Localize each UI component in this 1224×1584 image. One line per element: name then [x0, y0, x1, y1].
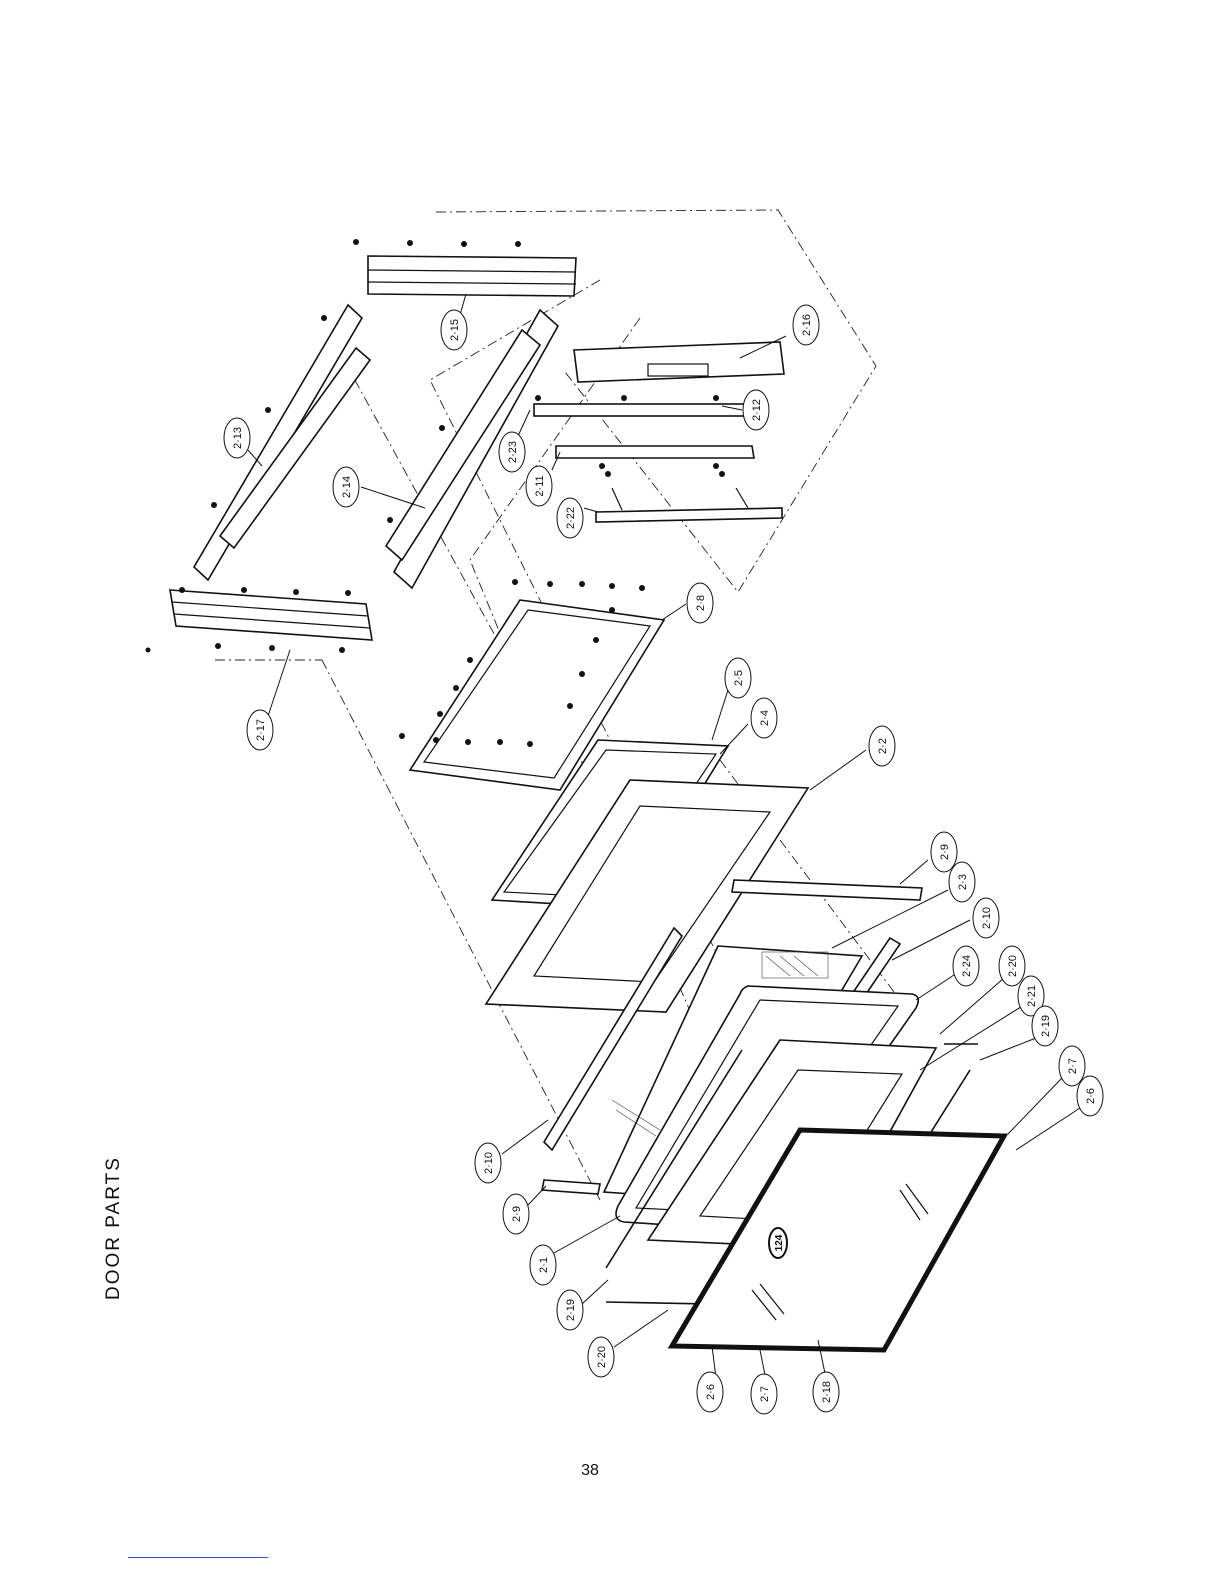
- part-2-17-hinge-channel: [146, 587, 373, 653]
- callout-text: 2·4: [759, 710, 771, 726]
- callout-text: 2·10: [981, 907, 993, 929]
- callout-text: 2·5: [733, 670, 745, 686]
- callout-text: 2·8: [695, 595, 707, 611]
- callout-2-13: 2·13: [224, 418, 250, 458]
- part-2-14-middle-rail: [386, 310, 558, 588]
- callout-2-20-left: 2·20: [588, 1337, 614, 1377]
- callout-2-10-left: 2·10: [475, 1143, 501, 1183]
- callout-2-20-right: 2·20: [999, 946, 1025, 986]
- callout-2-12: 2·12: [743, 390, 769, 430]
- callout-2-7-right: 2·7: [1059, 1046, 1085, 1086]
- part-2-13-top-rail: [194, 305, 370, 580]
- callout-text: 2·20: [1007, 955, 1019, 977]
- callout-text: 2·15: [449, 319, 461, 341]
- callout-text: 2·1: [538, 1257, 550, 1273]
- part-2-11-bracket: [556, 446, 754, 477]
- callout-text: 2·9: [511, 1206, 523, 1222]
- callout-text: 2·6: [1085, 1088, 1097, 1104]
- callout-2-5: 2·5: [725, 658, 751, 698]
- part-2-12-strip: [534, 395, 752, 416]
- callout-text: 2·21: [1026, 985, 1038, 1007]
- callout-2-15: 2·15: [441, 310, 467, 350]
- callout-text: 2·14: [341, 476, 353, 498]
- callout-text: 2·12: [751, 399, 763, 421]
- callout-text: 2·2: [877, 738, 889, 754]
- callout-text: 2·17: [255, 719, 267, 741]
- callout-124: 124: [769, 1228, 787, 1258]
- callout-text: 2·16: [801, 314, 813, 336]
- callout-2-6-left: 2·6: [697, 1372, 723, 1412]
- callout-text: 124: [774, 1234, 785, 1251]
- callout-2-2: 2·2: [869, 726, 895, 766]
- callout-2-6-right: 2·6: [1077, 1076, 1103, 1116]
- callout-2-18: 2·18: [813, 1372, 839, 1412]
- callout-2-4: 2·4: [751, 698, 777, 738]
- callout-text: 2·13: [232, 427, 244, 449]
- callout-2-1: 2·1: [530, 1245, 556, 1285]
- callout-2-17: 2·17: [247, 710, 273, 750]
- callout-2-7-left: 2·7: [751, 1374, 777, 1414]
- part-2-15-top-channel: [353, 239, 576, 296]
- callout-text: 2·7: [759, 1386, 771, 1402]
- callout-text: 2·9: [939, 844, 951, 860]
- callout-2-22: 2·22: [557, 498, 583, 538]
- callout-text: 2·19: [565, 1299, 577, 1321]
- callout-text: 2·7: [1067, 1058, 1079, 1074]
- callout-text: 2·19: [1040, 1015, 1052, 1037]
- callout-2-19-left: 2·19: [557, 1290, 583, 1330]
- callout-2-8: 2·8: [687, 583, 713, 623]
- callout-2-23: 2·23: [499, 432, 525, 472]
- callout-2-19-right: 2·19: [1032, 1006, 1058, 1046]
- callout-2-9-left: 2·9: [503, 1194, 529, 1234]
- callout-text: 2·20: [596, 1346, 608, 1368]
- callout-text: 2·18: [821, 1381, 833, 1403]
- callout-text: 2·6: [705, 1384, 717, 1400]
- callout-text: 2·23: [507, 441, 519, 463]
- callout-2-24: 2·24: [953, 946, 979, 986]
- callout-2-16: 2·16: [793, 305, 819, 345]
- callout-2-9-right: 2·9: [931, 832, 957, 872]
- callout-2-10-right: 2·10: [973, 898, 999, 938]
- callout-text: 2·10: [483, 1152, 495, 1174]
- callout-text: 2·24: [961, 955, 973, 977]
- callout-text: 2·11: [534, 475, 546, 496]
- callout-2-11: 2·11: [526, 466, 552, 506]
- footer-rule: [128, 1557, 268, 1558]
- part-2-22-hanger: [596, 488, 782, 522]
- callout-text: 2·22: [565, 507, 577, 529]
- page-number: 38: [560, 1462, 620, 1480]
- callout-2-3: 2·3: [949, 862, 975, 902]
- part-2-16-deflector: [574, 342, 784, 382]
- callout-text: 2·3: [957, 874, 969, 890]
- callout-2-14: 2·14: [333, 467, 359, 507]
